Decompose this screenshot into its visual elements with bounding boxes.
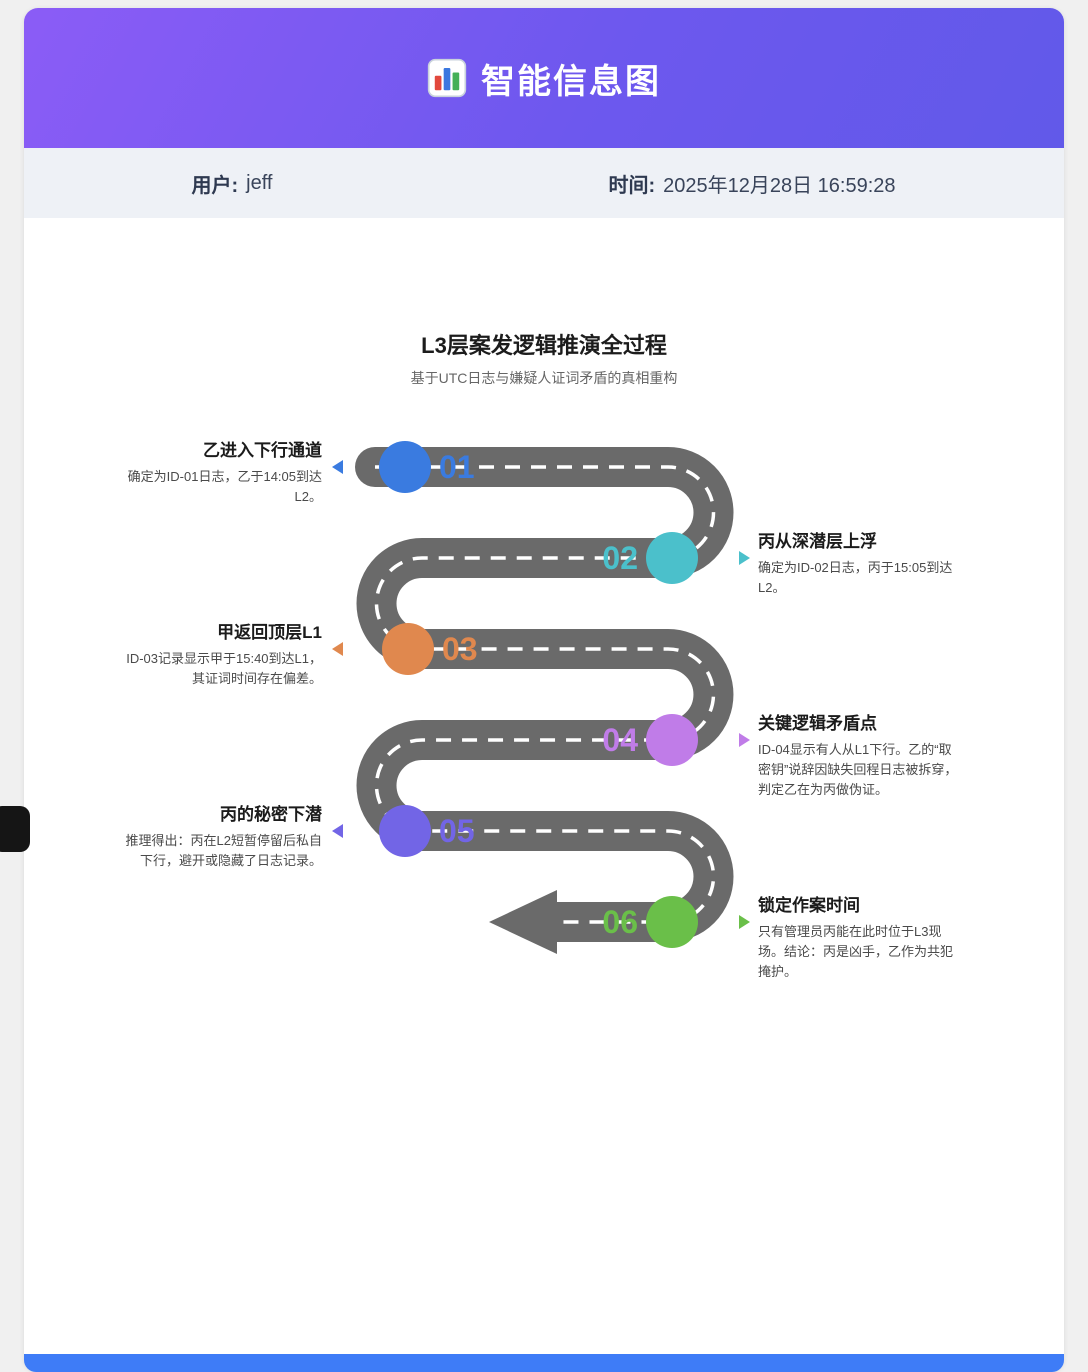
step-desc: 推理得出：丙在L2短暂停留后私自下行，避开或隐藏了日志记录。 xyxy=(125,833,322,868)
step-title: 乙进入下行通道 xyxy=(203,441,322,460)
step-title: 丙从深潜层上浮 xyxy=(758,532,877,551)
step-marker-circle xyxy=(379,805,431,857)
chart-subtitle: 基于UTC日志与嫌疑人证词矛盾的真相重构 xyxy=(410,370,678,386)
step-marker-circle xyxy=(646,714,698,766)
pointer-right-icon xyxy=(739,733,750,747)
time-label: 时间: xyxy=(608,174,656,197)
pointer-left-icon xyxy=(332,642,343,656)
step-title: 丙的秘密下潜 xyxy=(220,805,322,824)
step-number: 05 xyxy=(439,813,475,849)
step-text: 丙从深潜层上浮 确定为ID-02日志，丙于15:05到达L2。 xyxy=(758,527,958,598)
step-title: 锁定作案时间 xyxy=(758,896,860,915)
step-marker-circle xyxy=(646,532,698,584)
floating-side-tab[interactable] xyxy=(0,806,30,852)
road-arrowhead xyxy=(489,890,557,954)
step-title: 关键逻辑矛盾点 xyxy=(758,714,877,733)
step-desc: ID-04显示有人从L1下行。乙的“取密钥”说辞因缺失回程日志被拆穿，判定乙在为… xyxy=(758,742,958,797)
step-number: 02 xyxy=(602,540,638,576)
chart-title: L3层案发逻辑推演全过程 xyxy=(421,333,667,358)
step-text: 乙进入下行通道 确定为ID-01日志，乙于14:05到达L2。 xyxy=(114,436,322,507)
step-marker-circle xyxy=(646,896,698,948)
step-desc: ID-03记录显示甲于15:40到达L1，其证词时间存在偏差。 xyxy=(126,651,322,686)
pointer-left-icon xyxy=(332,824,343,838)
step-marker-circle xyxy=(382,623,434,675)
step-text: 关键逻辑矛盾点 ID-04显示有人从L1下行。乙的“取密钥”说辞因缺失回程日志被… xyxy=(758,709,958,800)
pointer-right-icon xyxy=(739,915,750,929)
step-number: 01 xyxy=(439,449,475,485)
step-number: 03 xyxy=(442,631,478,667)
user-value: jeff xyxy=(246,171,273,194)
pointer-right-icon xyxy=(739,551,750,565)
step-desc: 只有管理员丙能在此时位于L3现场。结论：丙是凶手，乙作为共犯掩护。 xyxy=(758,924,954,979)
header-banner: 智能信息图 xyxy=(24,8,1064,148)
step-marker-circle xyxy=(379,441,431,493)
footer-strip xyxy=(24,1354,1064,1372)
user-label: 用户: xyxy=(191,174,239,197)
step-text: 锁定作案时间 只有管理员丙能在此时位于L3现场。结论：丙是凶手，乙作为共犯掩护。 xyxy=(758,891,958,982)
meta-time: 时间: 2025年12月28日 16:59:28 xyxy=(440,169,1064,198)
step-title: 甲返回顶层L1 xyxy=(217,623,322,642)
meta-bar: 用户: jeff 时间: 2025年12月28日 16:59:28 xyxy=(24,148,1064,218)
bar-chart-icon xyxy=(427,58,467,98)
time-value: 2025年12月28日 16:59:28 xyxy=(663,174,896,197)
step-desc: 确定为ID-01日志，乙于14:05到达L2。 xyxy=(127,469,322,504)
step-text: 甲返回顶层L1 ID-03记录显示甲于15:40到达L1，其证词时间存在偏差。 xyxy=(114,618,322,689)
step-desc: 确定为ID-02日志，丙于15:05到达L2。 xyxy=(758,560,953,595)
infographic-card: 智能信息图 用户: jeff 时间: 2025年12月28日 16:59:28 … xyxy=(24,8,1064,1372)
step-text: 丙的秘密下潜 推理得出：丙在L2短暂停留后私自下行，避开或隐藏了日志记录。 xyxy=(114,800,322,871)
pointer-left-icon xyxy=(332,460,343,474)
step-number: 04 xyxy=(602,722,638,758)
step-number: 06 xyxy=(602,904,638,940)
meta-user: 用户: jeff xyxy=(24,169,440,198)
app-title: 智能信息图 xyxy=(481,62,661,101)
